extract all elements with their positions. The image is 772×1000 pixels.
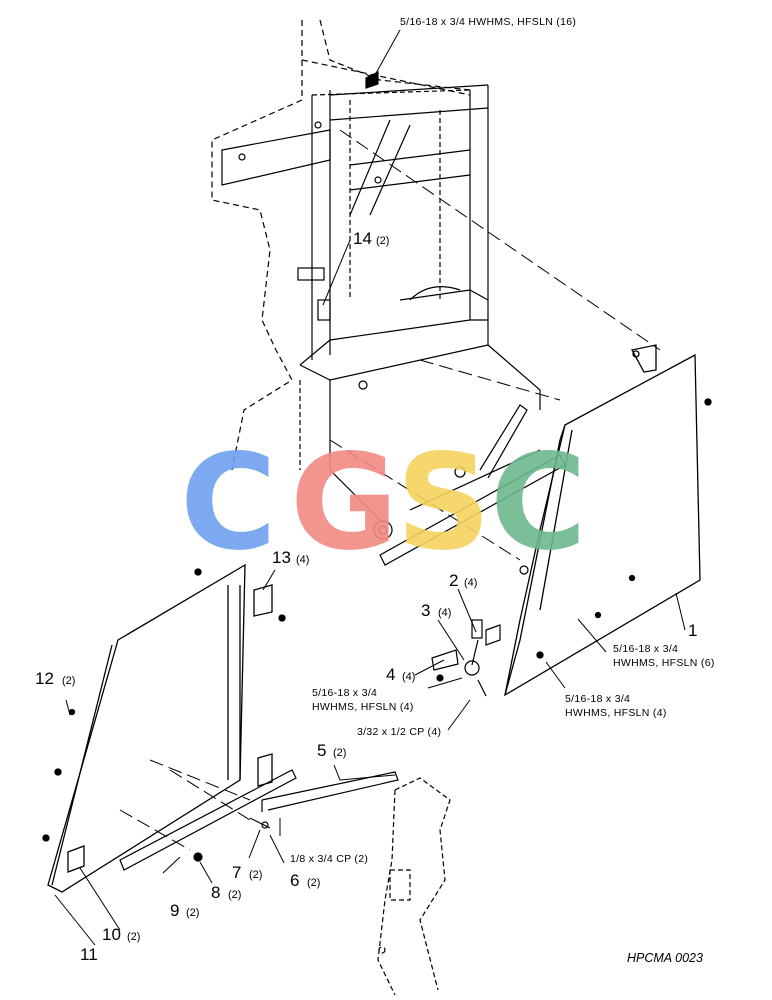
callout-4-qty: (4) xyxy=(402,671,415,683)
note-right-bolts-b-line2: HWHMS, HFSLN (4) xyxy=(565,707,667,719)
callout-14-number: 14 xyxy=(353,229,372,248)
callout-9-number: 9 xyxy=(170,901,179,920)
callout-9-qty: (2) xyxy=(186,907,199,919)
callout-10-qty: (2) xyxy=(127,931,140,943)
callout-labels: 14 (2) 13 (4) 2 (4) 3 (4) 1 4 (4) 12 (2)… xyxy=(35,229,697,964)
callout-1-number: 1 xyxy=(688,621,697,640)
callout-11-number: 11 xyxy=(80,945,98,964)
watermark-letter-1: C xyxy=(180,426,277,580)
note-right-bolts-b-line1: 5/16-18 x 3/4 xyxy=(565,693,630,705)
callout-5-number: 5 xyxy=(317,741,326,760)
callout-3-qty: (4) xyxy=(438,607,451,619)
hinge-hardware-cluster xyxy=(431,619,501,697)
callout-3-number: 3 xyxy=(421,601,430,620)
note-center-bolts-line1: 5/16-18 x 3/4 xyxy=(312,687,377,699)
upper-frame-assembly xyxy=(211,19,541,540)
right-panel xyxy=(504,344,712,697)
callout-8-number: 8 xyxy=(211,883,220,902)
watermark-letter-3: S xyxy=(396,426,491,580)
callout-2-qty: (4) xyxy=(464,577,477,589)
callout-13-number: 13 xyxy=(272,548,291,567)
note-top-bolts: 5/16-18 x 3/4 HWHMS, HFSLN (16) xyxy=(400,16,576,28)
callout-6-qty: (2) xyxy=(307,877,320,889)
note-center-bolts-line2: HWHMS, HFSLN (4) xyxy=(312,701,414,713)
callout-12-number: 12 xyxy=(35,669,54,688)
alignment-lines xyxy=(119,129,661,851)
callout-7-qty: (2) xyxy=(249,869,262,881)
callout-8-qty: (2) xyxy=(228,889,241,901)
note-cotter-pin-small: 3/32 x 1/2 CP (4) xyxy=(357,726,441,738)
callout-leaders xyxy=(54,29,686,946)
drawing-code: HPCMA 0023 xyxy=(627,951,703,965)
callout-12-qty: (2) xyxy=(62,675,75,687)
callout-7-number: 7 xyxy=(232,863,241,882)
callout-14-qty: (2) xyxy=(376,235,389,247)
watermark-letter-2: G xyxy=(290,426,398,580)
middle-rod-assembly xyxy=(379,404,566,575)
callout-10-number: 10 xyxy=(102,925,121,944)
callout-4-number: 4 xyxy=(386,665,395,684)
callout-5-qty: (2) xyxy=(333,747,346,759)
note-right-bolts-a-line1: 5/16-18 x 3/4 xyxy=(613,643,678,655)
note-right-bolts-a-line2: HWHMS, HFSLN (6) xyxy=(613,657,715,669)
callout-6-number: 6 xyxy=(290,871,299,890)
note-cotter-pin-large: 1/8 x 3/4 CP (2) xyxy=(290,853,368,865)
lower-rods xyxy=(119,769,399,871)
watermark-letter-4: C xyxy=(490,426,587,580)
callout-13-qty: (4) xyxy=(296,554,309,566)
hardware-notes: 5/16-18 x 3/4 HWHMS, HFSLN (16) 5/16-18 … xyxy=(290,16,715,965)
watermark-logo: C G S C xyxy=(180,426,587,580)
left-panel xyxy=(42,563,286,893)
tractor-frame-outline xyxy=(377,777,451,996)
callout-2-number: 2 xyxy=(449,571,458,590)
